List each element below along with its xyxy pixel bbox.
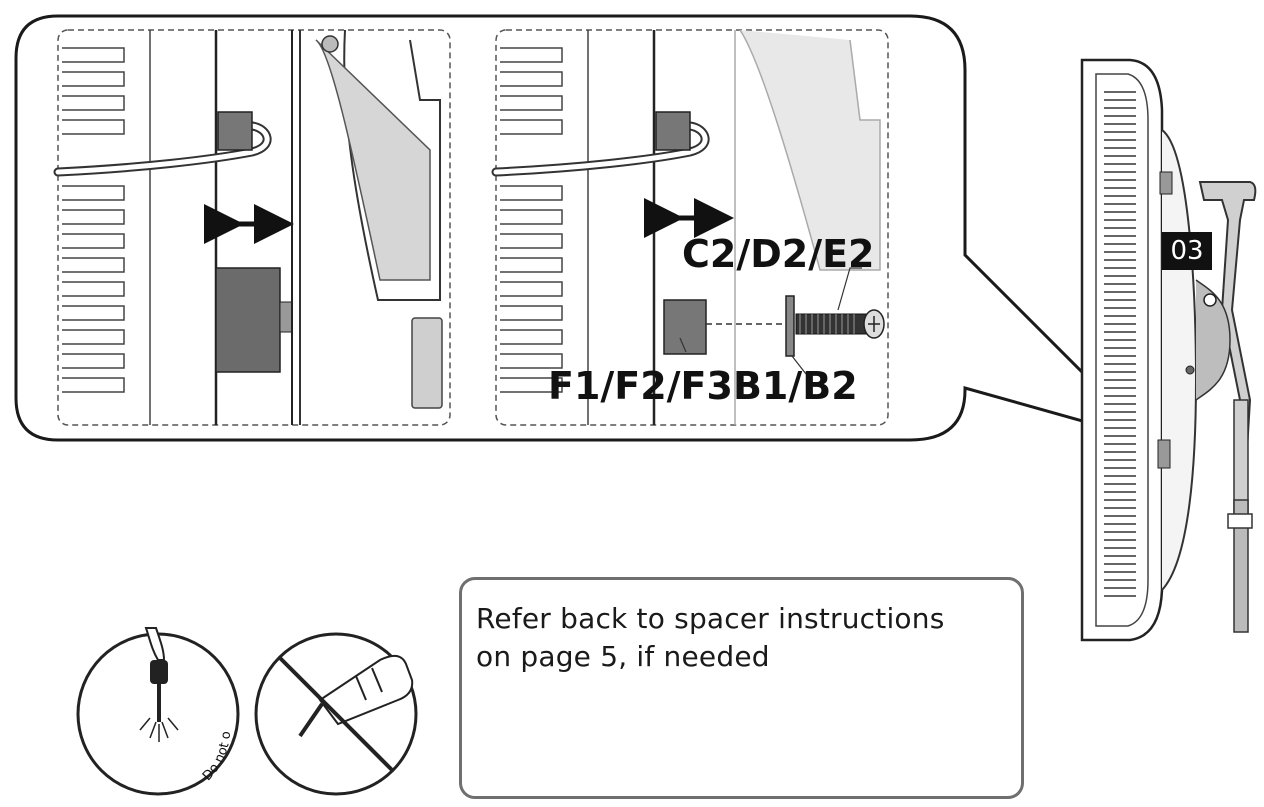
detail-panel-right bbox=[491, 29, 889, 426]
spacer-note-box: Refer back to spacer instructions on pag… bbox=[459, 577, 1024, 799]
part-label-f-b: F1/F2/F3B1/B2 bbox=[548, 364, 858, 408]
part-label-c2-d2-e2: C2/D2/E2 bbox=[682, 232, 875, 276]
note-line-1: Refer back to spacer instructions bbox=[476, 602, 945, 635]
spacer-block-left bbox=[215, 267, 281, 373]
cable-plug-right bbox=[655, 111, 691, 151]
spacer-block-right bbox=[663, 299, 707, 355]
tv-vents-left bbox=[62, 47, 125, 393]
cable-plug-left bbox=[217, 111, 253, 151]
bracket-right bbox=[739, 29, 881, 271]
prohibit-slash bbox=[278, 656, 394, 772]
tv-side-view bbox=[1080, 58, 1257, 642]
tv-vents-right bbox=[500, 47, 563, 393]
power-drill-prohibited-icon bbox=[254, 632, 418, 796]
step-number-badge: 03 bbox=[1162, 232, 1212, 270]
note-line-2: on page 5, if needed bbox=[476, 640, 770, 673]
detail-panel-left bbox=[53, 29, 451, 426]
washer bbox=[785, 295, 795, 357]
bolt bbox=[795, 309, 885, 339]
